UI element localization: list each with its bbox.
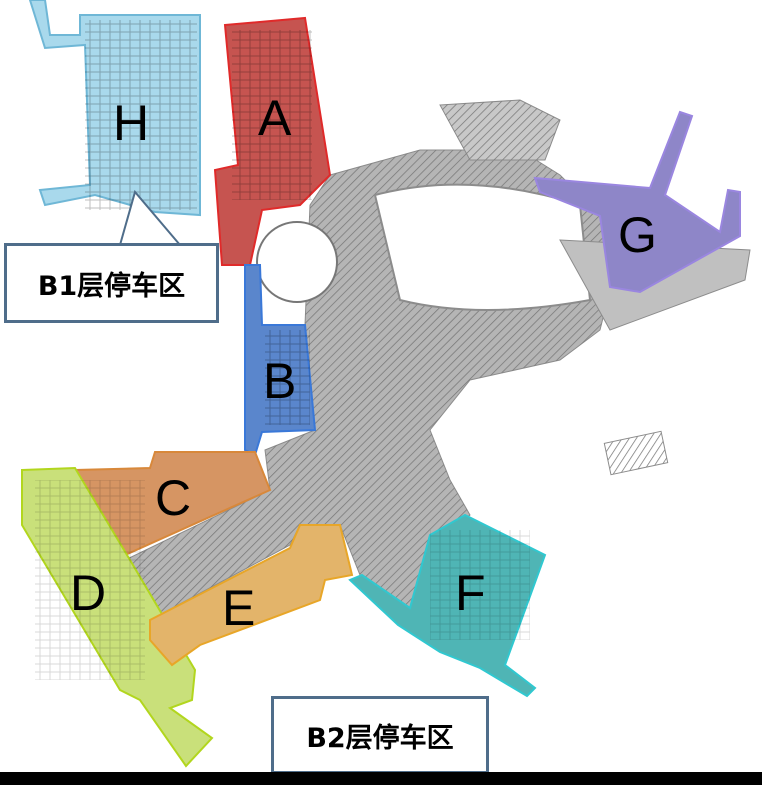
- b2-parking-callout: B2层停车区: [271, 696, 489, 774]
- zone-label-D: D: [70, 565, 106, 621]
- zone-label-F: F: [455, 565, 486, 621]
- central-building-complex: [124, 99, 751, 621]
- b1-parking-callout: B1层停车区: [4, 243, 219, 323]
- zone-G[interactable]: G: [533, 110, 741, 294]
- zone-D[interactable]: D: [21, 466, 214, 768]
- zone-label-B: B: [263, 353, 296, 409]
- zone-E[interactable]: E: [149, 524, 354, 667]
- zone-label-G: G: [618, 207, 657, 263]
- zone-A[interactable]: A: [213, 16, 332, 266]
- zone-F[interactable]: F: [348, 513, 547, 698]
- zone-B[interactable]: B: [244, 264, 317, 457]
- zone-label-E: E: [222, 580, 255, 636]
- b1-parking-label: B1层停车区: [37, 270, 186, 302]
- zone-label-C: C: [155, 470, 191, 526]
- zone-label-H: H: [113, 95, 149, 151]
- zone-H[interactable]: H: [28, 0, 201, 217]
- b2-parking-label: B2层停车区: [306, 722, 454, 754]
- bottom-bar: [0, 772, 762, 785]
- zone-label-A: A: [258, 90, 292, 146]
